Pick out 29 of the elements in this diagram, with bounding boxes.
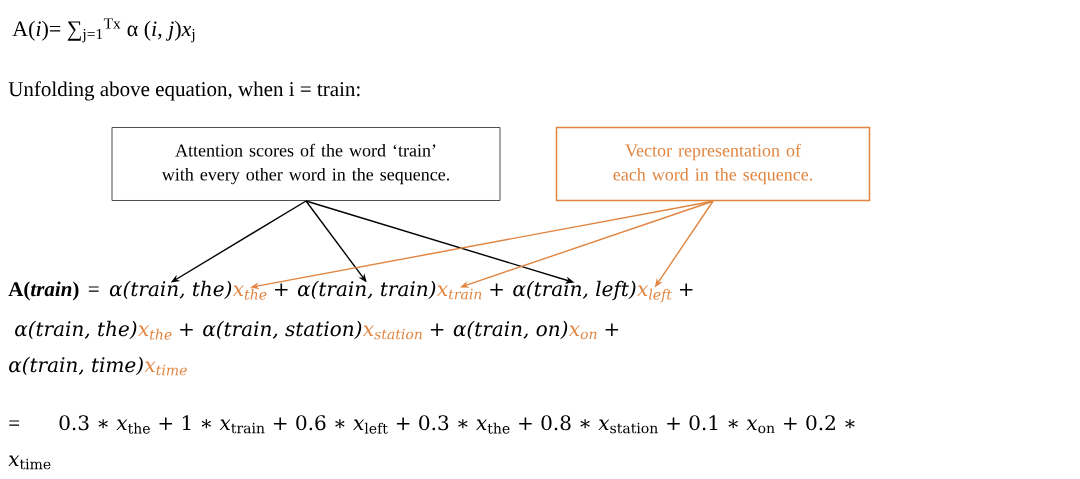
plus-sign: + <box>430 323 444 336</box>
equation-term: α(train, the) <box>15 320 137 340</box>
equation-term: x$_{time}$ <box>8 455 51 470</box>
callout-box: Attention scores of the word ‘train’ with every other word in the sequence. <box>111 127 501 201</box>
equation-term: α(train, train) <box>297 280 436 300</box>
equation-term: x$_{station}$ <box>362 325 422 340</box>
equation-term: A(train) <box>8 281 79 301</box>
equation-term: x$_{on}$ <box>568 325 597 340</box>
equation-term: α(train, the) <box>109 280 232 300</box>
equals-sign: = <box>9 420 20 426</box>
equation-term: α(train, station) <box>203 320 362 340</box>
plus-sign: + <box>180 323 193 336</box>
equation-term: x$_{the}$ <box>232 285 267 300</box>
plus-sign: + <box>275 283 288 296</box>
equation-term: α(train, time) <box>9 356 143 376</box>
intro-text: Unfolding above equation, when i = train: <box>8 81 360 101</box>
formula-text: A(i)= ∑$_{j=1}$$^{Tx}$ α (i, j)x$_{j}$ <box>12 18 195 43</box>
equation-term: x$_{train}$ <box>436 285 482 300</box>
equation-line: 0.3 ∗ x$_{the}$ + 1 ∗ x$_{train}$ + 0.6 ∗ x$_{left}$ + 0.3 ∗ x$_{the}$ + 0.8 ∗ x$_{station}$ + 0.1 ∗ x$_{on}$ + 0.2 ∗ <box>59 415 855 434</box>
equation-term: α(train, left) <box>513 280 636 301</box>
equation-term: x$_{time}$ <box>144 361 187 376</box>
plus-sign: + <box>679 283 693 296</box>
callout-box: Vector representation of each word in the sequence. <box>555 126 871 202</box>
plus-sign: + <box>490 283 503 296</box>
equals-sign: = <box>88 286 99 292</box>
equation-term: α(train, on) <box>453 320 568 340</box>
equation-term: x$_{the}$ <box>138 325 172 340</box>
equation-term: x$_{left}$ <box>637 285 672 303</box>
plus-sign: + <box>605 323 619 336</box>
